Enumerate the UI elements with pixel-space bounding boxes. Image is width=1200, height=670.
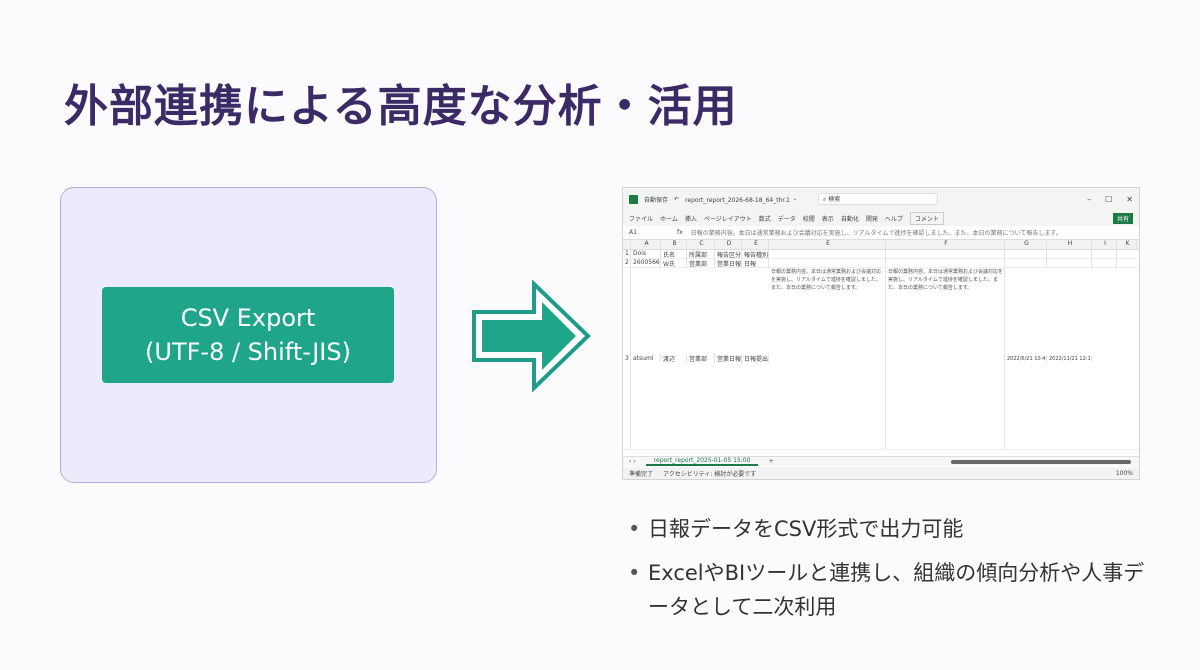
- share-button[interactable]: 共有: [1112, 212, 1133, 224]
- comment-button[interactable]: コメント: [909, 211, 944, 225]
- close-icon[interactable]: ✕: [1126, 194, 1133, 204]
- col-header[interactable]: E: [769, 240, 886, 249]
- cell[interactable]: 日報提出: [744, 354, 769, 363]
- col-header[interactable]: A: [631, 240, 661, 249]
- status-bar: 準備完了 アクセシビリティ: 検討が必要です 100%: [623, 467, 1139, 479]
- slide-title: 外部連携による高度な分析・活用: [64, 81, 738, 132]
- cell[interactable]: Dois: [631, 250, 661, 258]
- report-text-cell[interactable]: 日報の業務内容。本日は通常業務および会議対応を実施し、リアルタイムで進捗を確認し…: [769, 268, 886, 449]
- csv-export-button[interactable]: CSV Export (UTF-8 / Shift-JIS): [102, 287, 394, 383]
- menu-item[interactable]: ページレイアウト: [703, 215, 752, 223]
- cell[interactable]: 営業日報: [717, 259, 742, 267]
- col-header[interactable]: B: [661, 240, 687, 249]
- maximize-icon[interactable]: ☐: [1105, 194, 1113, 204]
- filename: report_report_2026-68-18_64_thr.1 ・: [685, 196, 798, 204]
- cell[interactable]: 氏名: [661, 250, 687, 258]
- excel-titlebar: 自動保存 ↶ report_report_2026-68-18_64_thr.1…: [623, 188, 1139, 210]
- sheet-tabs: ‹ › report_report_2025-01-05 15:00 +: [623, 456, 1139, 466]
- search-input[interactable]: ⌕ 検索: [817, 193, 938, 205]
- csv-export-label: CSV Export: [180, 304, 316, 332]
- cell[interactable]: 営業部: [687, 354, 715, 363]
- col-header[interactable]: I: [1092, 240, 1117, 249]
- col-header[interactable]: G: [1005, 240, 1047, 249]
- cell[interactable]: 日報: [742, 259, 769, 267]
- table-row: 3 atsumi 渡辺 営業部 営業日報 日報提出 日報の業務内容。本日は通常業…: [623, 268, 1139, 450]
- sheet-nav-icon[interactable]: ‹ ›: [629, 458, 636, 465]
- cell[interactable]: 26005667: [633, 259, 661, 267]
- accessibility-status[interactable]: アクセシビリティ: 検討が必要です: [663, 471, 757, 478]
- autosave-label: 自動保存: [644, 196, 669, 204]
- excel-logo-icon: [629, 194, 638, 204]
- menu-item[interactable]: データ: [777, 215, 796, 223]
- col-header[interactable]: H: [1047, 240, 1092, 249]
- menu-item[interactable]: ファイル: [629, 215, 654, 223]
- menu-item[interactable]: ヘルプ: [884, 215, 903, 223]
- status-text: 準備完了: [629, 471, 654, 478]
- cell[interactable]: 報告種別: [744, 250, 769, 258]
- col-header[interactable]: C: [687, 240, 715, 249]
- spreadsheet-grid[interactable]: A B C D E E F G H I K 1 Dois 氏名 所属部 報告区分…: [623, 240, 1139, 450]
- report-text-cell[interactable]: 日報の業務内容。本日は通常業務および会議対応を実施し、リアルタイムで進捗を確認し…: [886, 268, 1005, 449]
- col-header[interactable]: E: [742, 240, 769, 249]
- excel-screenshot: 自動保存 ↶ report_report_2026-68-18_64_thr.1…: [622, 187, 1140, 480]
- menu-item[interactable]: 挿入: [684, 215, 697, 223]
- menu-item[interactable]: 校閲: [802, 215, 815, 223]
- table-row: 2 26005667 W氏 営業部 営業日報 日報: [623, 259, 1139, 268]
- horizontal-scrollbar[interactable]: [951, 459, 1131, 464]
- bullet-item: ExcelやBIツールと連携し、組織の傾向分析や人事データとして二次利用: [628, 556, 1148, 624]
- cell[interactable]: 報告区分: [717, 250, 742, 258]
- menu-item[interactable]: 自動化: [840, 215, 859, 223]
- arrow-right-icon: [472, 280, 591, 392]
- sheet-tab[interactable]: report_report_2025-01-05 15:00: [645, 457, 759, 466]
- minimize-icon[interactable]: –: [1087, 194, 1092, 204]
- add-sheet-icon[interactable]: +: [768, 458, 774, 465]
- fx-icon: fx: [677, 229, 683, 236]
- cell-reference[interactable]: A1: [629, 229, 637, 236]
- cell[interactable]: W氏: [661, 259, 687, 267]
- menu-item[interactable]: 開発: [865, 215, 878, 223]
- zoom-level[interactable]: 100%: [1115, 470, 1133, 477]
- col-header[interactable]: K: [1117, 240, 1137, 249]
- menu-item[interactable]: 表示: [821, 215, 834, 223]
- formula-input[interactable]: 日報の業務内容。本日は通常業務および会議対応を実施し、リアルタイムで進捗を確認し…: [690, 230, 1062, 237]
- csv-export-encoding: (UTF-8 / Shift-JIS): [145, 338, 351, 366]
- bullet-list: 日報データをCSV形式で出力可能 ExcelやBIツールと連携し、組織の傾向分析…: [628, 512, 1148, 634]
- cell[interactable]: 営業日報: [717, 354, 742, 363]
- formula-bar: A1 fx 日報の業務内容。本日は通常業務および会議対応を実施し、リアルタイムで…: [623, 226, 1139, 240]
- menu-item[interactable]: 数式: [758, 215, 771, 223]
- cell[interactable]: 営業部: [687, 259, 715, 267]
- bullet-item: 日報データをCSV形式で出力可能: [628, 512, 1148, 546]
- col-header[interactable]: F: [886, 240, 1005, 249]
- table-row: 1 Dois 氏名 所属部 報告区分 報告種別: [623, 250, 1139, 259]
- col-header[interactable]: D: [715, 240, 742, 249]
- cell[interactable]: 2022/6/21 10:45: [1007, 355, 1047, 362]
- cell[interactable]: 渡辺: [661, 354, 687, 363]
- ribbon-menu: ファイル ホーム 挿入 ページレイアウト 数式 データ 校閲 表示 自動化 開発…: [623, 210, 1139, 226]
- menu-item[interactable]: ホーム: [660, 215, 678, 223]
- cell[interactable]: 2022/11/21 12:13: [1049, 355, 1092, 362]
- cell[interactable]: 所属部: [687, 250, 715, 258]
- undo-icon[interactable]: ↶: [674, 195, 680, 203]
- cell[interactable]: atsumi: [631, 355, 661, 362]
